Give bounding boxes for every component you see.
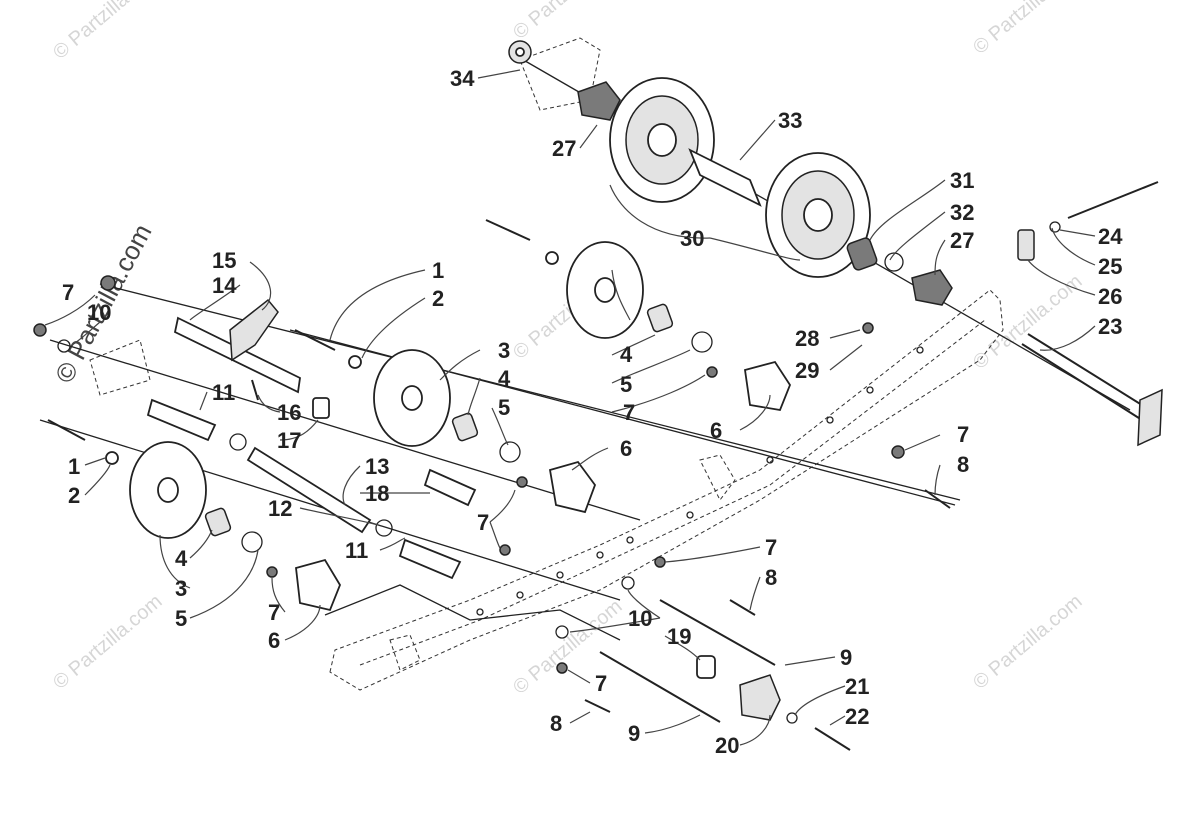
callout-5: 5	[620, 372, 632, 397]
callout-2: 2	[68, 483, 80, 508]
callout-27: 27	[950, 228, 974, 253]
callout-7: 7	[62, 280, 74, 305]
callout-12: 12	[268, 496, 292, 521]
watermark: © Partzilla.com	[969, 0, 1086, 59]
leader-lines	[44, 69, 1096, 746]
callout-7: 7	[268, 600, 280, 625]
callout-30: 30	[680, 226, 704, 251]
callout-25: 25	[1098, 254, 1122, 279]
callout-2: 2	[432, 286, 444, 311]
callout-5: 5	[498, 395, 510, 420]
callout-17: 17	[277, 428, 301, 453]
callout-15: 15	[212, 248, 236, 273]
callout-6: 6	[710, 418, 722, 443]
middle-wheel-assembly	[485, 219, 951, 509]
callout-9: 9	[840, 645, 852, 670]
watermark: © Partzilla.com	[509, 595, 626, 698]
callout-7: 7	[957, 422, 969, 447]
callout-4: 4	[620, 342, 633, 367]
callout-7: 7	[623, 400, 635, 425]
callout-29: 29	[795, 358, 819, 383]
callout-14: 14	[212, 273, 237, 298]
watermark: © Partzilla.com	[49, 590, 166, 693]
callout-22: 22	[845, 704, 869, 729]
axle-lines	[39, 57, 1131, 641]
callouts: 34 27 33 30 31 32 27 24 25 26 23 28 29 1…	[62, 66, 1123, 758]
callout-8: 8	[550, 711, 562, 736]
callout-18: 18	[365, 481, 389, 506]
watermark: © Partzilla.com	[969, 590, 1086, 693]
callout-23: 23	[1098, 314, 1122, 339]
callout-7: 7	[477, 510, 489, 535]
callout-6: 6	[620, 436, 632, 461]
callout-5: 5	[175, 606, 187, 631]
callout-1: 1	[68, 454, 80, 479]
callout-7: 7	[765, 535, 777, 560]
callout-4: 4	[175, 546, 188, 571]
rail-fragment	[89, 339, 151, 396]
left-wheel-assembly	[33, 323, 477, 612]
callout-8: 8	[957, 452, 969, 477]
callout-16: 16	[277, 400, 301, 425]
callout-3: 3	[175, 576, 187, 601]
slide-rail	[329, 289, 1004, 691]
callout-32: 32	[950, 200, 974, 225]
callout-28: 28	[795, 326, 819, 351]
callout-9: 9	[628, 721, 640, 746]
rear-axle	[1021, 333, 1163, 447]
callout-27: 27	[552, 136, 576, 161]
callout-3: 3	[498, 338, 510, 363]
callout-6: 6	[268, 628, 280, 653]
callout-34: 34	[450, 66, 475, 91]
callout-21: 21	[845, 674, 869, 699]
callout-20: 20	[715, 733, 739, 758]
callout-8: 8	[765, 565, 777, 590]
callout-19: 19	[667, 624, 691, 649]
callout-10: 10	[628, 606, 652, 631]
callout-10: 10	[87, 300, 111, 325]
callout-26: 26	[1098, 284, 1122, 309]
callout-4: 4	[498, 366, 511, 391]
rail-fragment	[519, 37, 601, 111]
callout-7: 7	[595, 671, 607, 696]
callout-33: 33	[778, 108, 802, 133]
callout-31: 31	[950, 168, 974, 193]
callout-11: 11	[345, 538, 368, 563]
callout-1: 1	[432, 258, 444, 283]
callout-13: 13	[365, 454, 389, 479]
watermark: © Partzilla.com	[49, 0, 166, 64]
callout-11: 11	[212, 380, 235, 405]
callout-24: 24	[1098, 224, 1123, 249]
lower-fasteners	[555, 556, 851, 751]
watermark: © Partzilla.com	[509, 0, 626, 44]
pivot-arm	[100, 275, 597, 556]
top-idler-assembly	[508, 40, 1159, 306]
